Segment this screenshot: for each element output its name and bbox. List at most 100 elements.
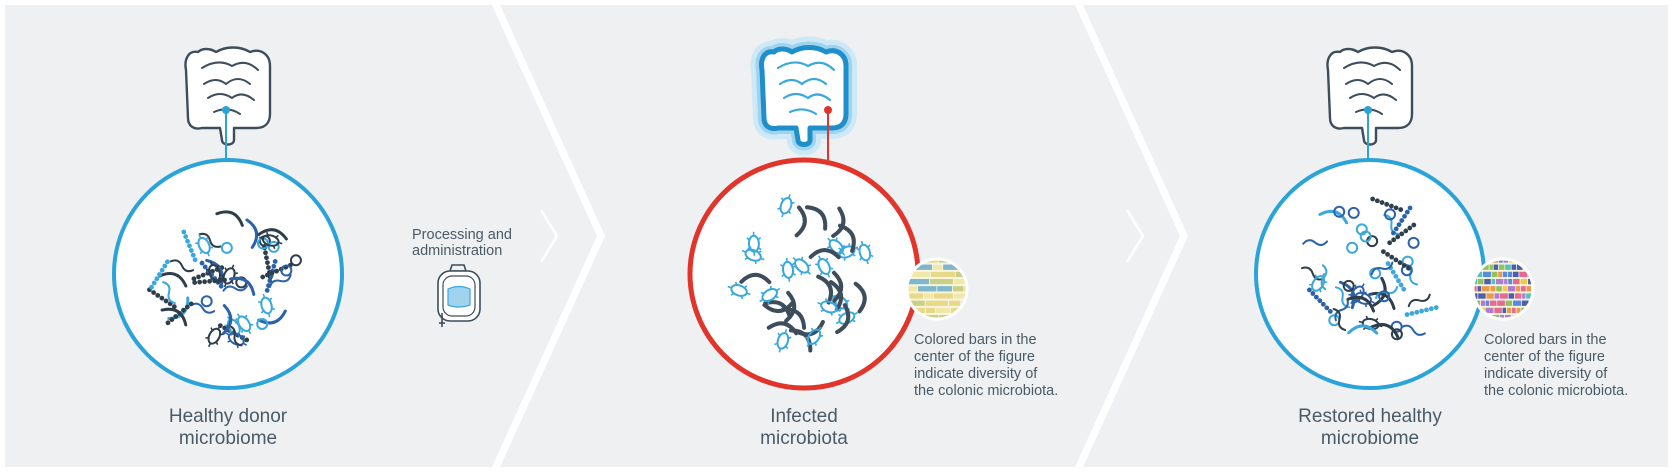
microbe-icon (220, 241, 233, 254)
stage-label-infected: Infected microbiota (760, 406, 848, 449)
microbe-icon (788, 328, 813, 353)
intestine-icon (1326, 46, 1414, 146)
microbe-icon (1307, 287, 1333, 314)
microbe-icon (1342, 279, 1355, 292)
microbe-icon (817, 298, 841, 316)
microbe-icon (205, 325, 224, 348)
microbe-icon (195, 234, 214, 257)
microbe-icon (1400, 264, 1413, 277)
microbe-icon (162, 281, 176, 305)
microbe-icon (260, 262, 293, 280)
microbe-icon (205, 261, 224, 285)
microbe-cluster (1300, 196, 1439, 341)
microbe-icon (792, 256, 812, 276)
stage-restored (1254, 46, 1535, 390)
intestine-icon (750, 36, 857, 156)
microbe-icon (1333, 205, 1346, 218)
microbe-icon (1384, 208, 1397, 221)
microbe-icon (149, 259, 170, 290)
microbe-icon (1404, 305, 1439, 317)
microbe-icon (160, 307, 188, 327)
process-label: Processing and administration (412, 227, 512, 259)
microbe-icon (1380, 249, 1411, 271)
microbe-icon (222, 285, 248, 292)
microbe-icon (289, 254, 302, 267)
microbe-icon (856, 240, 874, 265)
microbe-icon (831, 206, 846, 238)
microbe-icon (221, 304, 233, 336)
microbe-icon (215, 210, 244, 227)
microbe-icon (256, 317, 269, 330)
microbe-icon (1334, 286, 1351, 309)
microbe-icon (1318, 209, 1349, 225)
microbe-icon (1346, 295, 1376, 313)
microbe-icon (1372, 276, 1387, 307)
microbe-icon (200, 295, 213, 308)
microbe-icon (759, 285, 781, 305)
microbe-icon (1407, 293, 1431, 308)
microbe-icon (1320, 264, 1328, 291)
microbe-icon (805, 205, 828, 231)
microbiome-circle (687, 157, 921, 391)
microbe-icon (158, 272, 188, 288)
microbe-icon (268, 273, 292, 289)
microbe-icon (1347, 324, 1379, 335)
stage-label-healthy-donor: Healthy donor microbiome (168, 406, 288, 449)
microbe-icon (257, 309, 287, 325)
microbe-icon (1359, 230, 1372, 243)
microbe-icon (794, 205, 807, 238)
microbe-icon (1347, 206, 1360, 219)
stage-label-restored: Restored healthy microbiome (1298, 406, 1442, 449)
microbe-icon (1370, 196, 1404, 212)
microbiome-circle (112, 158, 344, 390)
microbe-icon (169, 259, 195, 273)
microbe-icon (205, 258, 224, 286)
microbe-icon (1300, 266, 1325, 281)
microbe-icon (1351, 289, 1375, 308)
microbe-icon (1378, 290, 1391, 303)
microbe-icon (1387, 222, 1417, 246)
process-arrow-icon (539, 209, 559, 263)
microbe-icon (784, 290, 797, 323)
microbe-icon (816, 274, 833, 305)
microbe-icon (234, 313, 254, 335)
microbe-icon (181, 229, 198, 263)
microbe-icon (245, 218, 259, 249)
microbe-icon (804, 326, 824, 348)
microbe-icon (1370, 323, 1400, 339)
microbe-icon (258, 231, 283, 250)
microbe-icon (1332, 308, 1347, 332)
microbe-icon (280, 264, 293, 277)
microbe-icon (777, 194, 795, 218)
microbe-cluster (727, 194, 874, 353)
microbe-icon (853, 281, 867, 314)
microbe-icon (257, 293, 276, 318)
microbe-icon (267, 240, 280, 253)
stage-infected (687, 36, 969, 391)
diversity-bars-icon (905, 257, 969, 321)
microbe-icon (1407, 236, 1420, 249)
microbe-icon (1334, 298, 1349, 322)
microbe-icon (837, 223, 856, 253)
microbe-icon (739, 272, 772, 285)
process-arrow-icon (1125, 209, 1145, 263)
microbe-icon (727, 281, 751, 300)
microbe-icon (228, 276, 256, 296)
microbe-icon (808, 248, 841, 260)
microbe-icon (746, 231, 762, 256)
microbe-icon (762, 301, 795, 314)
intestine-icon (184, 46, 272, 146)
diversity-note-infected: Colored bars in the center of the figure… (914, 332, 1059, 399)
microbe-icon (1390, 328, 1403, 341)
microbe-icon (1302, 239, 1329, 246)
diversity-note-restored: Colored bars in the center of the figure… (1484, 332, 1629, 399)
microbe-cluster (147, 210, 302, 349)
microbe-icon (226, 324, 243, 347)
microbe-icon (147, 287, 177, 309)
stage-healthy-donor (112, 46, 344, 390)
microbe-icon (774, 329, 792, 353)
microbe-icon (1346, 241, 1359, 254)
microbe-icon (832, 270, 844, 303)
